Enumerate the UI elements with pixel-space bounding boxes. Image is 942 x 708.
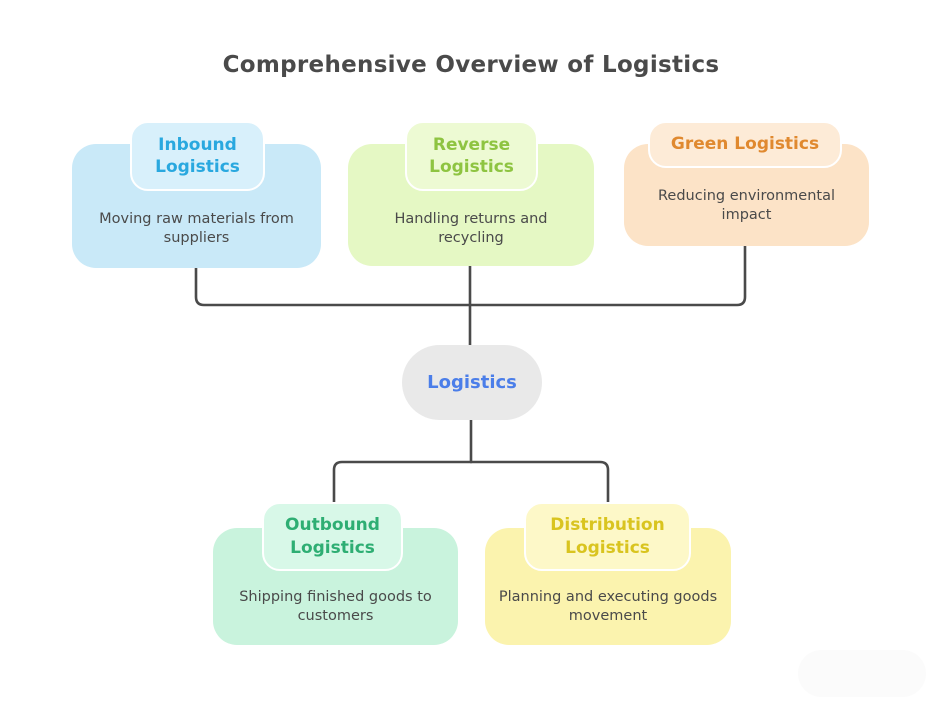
outbound-logistics-title-badge: Outbound Logistics bbox=[262, 502, 403, 571]
node-description: Planning and executing goods movement bbox=[498, 589, 718, 625]
node-title: Distribution Logistics bbox=[550, 515, 665, 558]
bottom-branch-line bbox=[332, 460, 610, 507]
node-description: Moving raw materials from suppliers bbox=[99, 211, 294, 247]
reverse-logistics-title-badge: Reverse Logistics bbox=[405, 121, 538, 191]
node-outbound-logistics: Outbound Logistics Shipping finished goo… bbox=[213, 502, 458, 645]
diagram-title: Comprehensive Overview of Logistics bbox=[222, 52, 720, 78]
node-title: Outbound Logistics bbox=[285, 515, 380, 558]
node-inbound-logistics: Inbound Logistics Moving raw materials f… bbox=[72, 121, 321, 268]
node-green-logistics: Green Logistics Reducing environmental i… bbox=[624, 121, 869, 246]
node-title: Inbound Logistics bbox=[155, 134, 240, 177]
green-logistics-title-badge: Green Logistics bbox=[648, 121, 842, 168]
node-description: Shipping finished goods to customers bbox=[239, 589, 432, 625]
node-reverse-logistics: Reverse Logistics Handling returns and r… bbox=[348, 121, 594, 266]
root-label: Logistics bbox=[427, 372, 517, 393]
node-description: Reducing environmental impact bbox=[657, 188, 835, 224]
node-distribution-logistics: Distribution Logistics Planning and exec… bbox=[485, 502, 731, 645]
node-description: Handling returns and recycling bbox=[394, 211, 548, 247]
inbound-logistics-title-badge: Inbound Logistics bbox=[130, 121, 265, 191]
distribution-logistics-title-badge: Distribution Logistics bbox=[524, 502, 691, 571]
watermark-remnant bbox=[798, 650, 926, 697]
node-title: Reverse Logistics bbox=[429, 134, 514, 177]
node-title: Green Logistics bbox=[670, 134, 820, 155]
node-logistics-root: Logistics bbox=[402, 345, 542, 420]
